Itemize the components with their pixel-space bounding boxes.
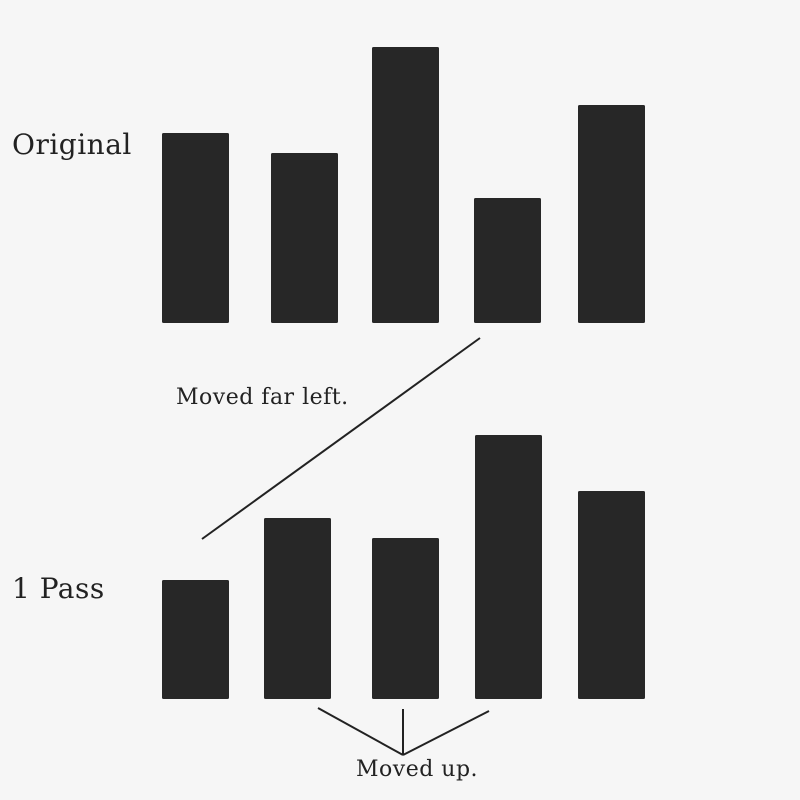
move-up-connector: [317, 707, 490, 756]
move-far-left-connector: [201, 337, 481, 540]
original-bar-1: [162, 133, 229, 323]
pass-bar-1: [162, 580, 229, 699]
original-bar-4: [474, 198, 541, 323]
annotation-moved-far-left: Moved far left.: [176, 385, 349, 410]
row-label-original: Original: [12, 128, 132, 161]
original-bar-3: [372, 47, 439, 323]
row-label-pass: 1 Pass: [12, 572, 105, 605]
pass-bar-2: [264, 518, 331, 699]
pass-bar-4: [475, 435, 542, 699]
pass-bar-5: [578, 491, 645, 699]
original-bar-5: [578, 105, 645, 323]
pass-bars: [162, 435, 645, 699]
original-bars: [162, 47, 645, 323]
pass-bar-3: [372, 538, 439, 699]
annotation-moved-up: Moved up.: [356, 757, 479, 782]
original-bar-2: [271, 153, 338, 323]
